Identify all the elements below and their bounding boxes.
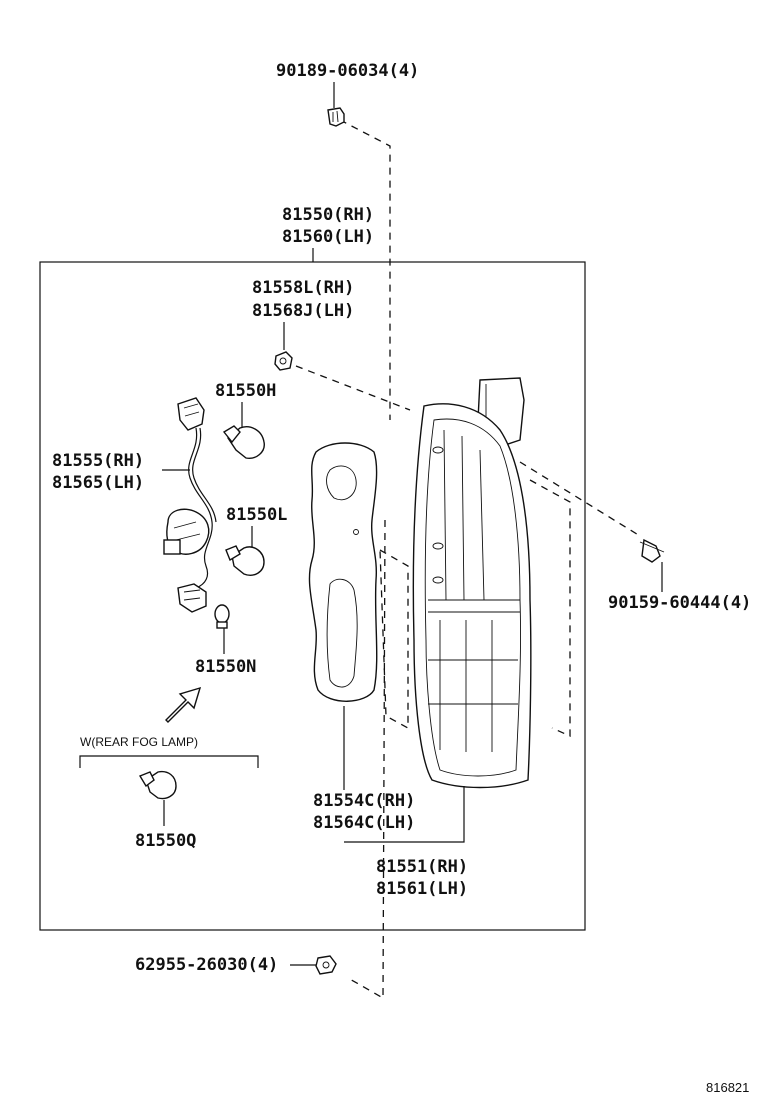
clip-dash-line xyxy=(295,365,411,411)
fog-lamp-note: W(REAR FOG LAMP) xyxy=(80,735,198,749)
nut-bottom-icon xyxy=(315,955,337,975)
label-assy-rh: 81550(RH) xyxy=(282,205,374,225)
socket-wire-icon xyxy=(163,397,217,613)
label-gasket-lh: 81564C(LH) xyxy=(313,813,415,833)
label-clip-rh: 81558L(RH) xyxy=(252,278,354,298)
bulb-n-icon xyxy=(214,604,230,629)
mounting-dash-line xyxy=(339,119,391,1000)
bulb-q-icon xyxy=(138,770,177,800)
lens-dash-right xyxy=(529,479,571,738)
leader-lens xyxy=(344,786,465,843)
view-direction-arrow xyxy=(165,686,202,723)
gasket-icon xyxy=(308,442,378,702)
fog-lamp-bracket xyxy=(79,755,259,768)
clip-icon xyxy=(274,351,293,371)
bulb-l-icon xyxy=(225,545,265,576)
screw-right-icon xyxy=(639,538,665,563)
diagram-reference: 816821 xyxy=(706,1080,749,1095)
label-socket-lh: 81565(LH) xyxy=(52,473,144,493)
label-bulb-l: 81550L xyxy=(226,505,287,525)
label-screw-right: 90159-60444(4) xyxy=(608,593,751,613)
screw-top-icon xyxy=(327,107,345,127)
lens-dash-outline xyxy=(379,548,409,730)
label-screw-top: 90189-06034(4) xyxy=(276,61,419,81)
label-clip-lh: 81568J(LH) xyxy=(252,301,354,321)
label-assy-lh: 81560(LH) xyxy=(282,227,374,247)
right-screw-dash-line xyxy=(519,461,641,537)
label-bulb-h: 81550H xyxy=(215,381,276,401)
label-gasket-rh: 81554C(RH) xyxy=(313,791,415,811)
bulb-h-icon xyxy=(222,425,265,459)
label-bulb-q: 81550Q xyxy=(135,831,196,851)
label-lens-rh: 81551(RH) xyxy=(376,857,468,877)
lamp-housing-icon xyxy=(412,377,532,789)
label-bulb-n: 81550N xyxy=(195,657,256,677)
label-lens-lh: 81561(LH) xyxy=(376,879,468,899)
label-socket-rh: 81555(RH) xyxy=(52,451,144,471)
label-nut-bottom: 62955-26030(4) xyxy=(135,955,278,975)
